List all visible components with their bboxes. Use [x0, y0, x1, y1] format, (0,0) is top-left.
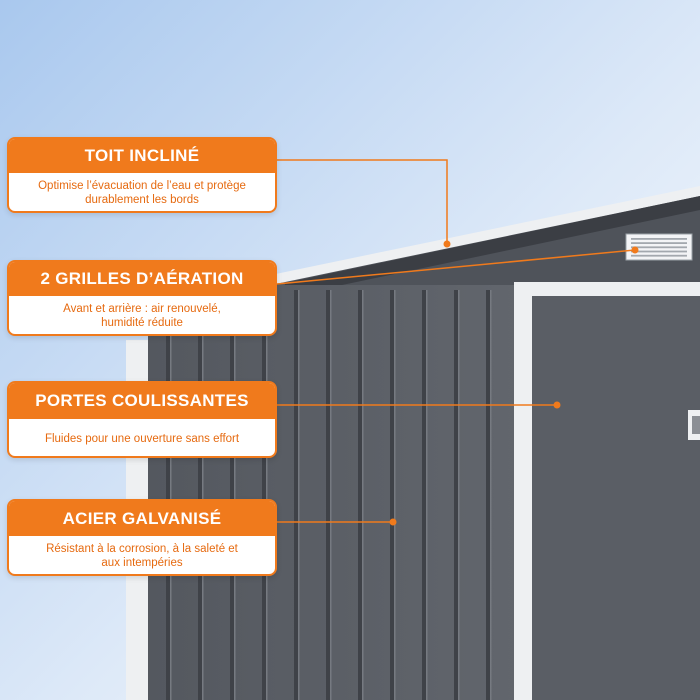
callout-description: Fluides pour une ouverture sans effort [44, 432, 240, 445]
wall-rib-highlight [362, 290, 364, 700]
wall-rib [230, 290, 234, 700]
vent-slats [631, 238, 687, 257]
wall-rib [422, 290, 426, 700]
vent-slat [631, 250, 687, 253]
vent-slat [631, 254, 687, 257]
leader-dot-roof [443, 240, 451, 248]
vent-slat [631, 242, 687, 244]
callout-title: PORTES COULISSANTES [9, 383, 275, 419]
callout-description: Optimise l’évacuation de l’eau et protèg… [38, 180, 246, 206]
wall-rib-highlight [202, 290, 204, 700]
vent-slat [631, 238, 687, 240]
wall-rib-highlight [170, 290, 172, 700]
wall-rib-highlight [490, 290, 492, 700]
callout-title: 2 GRILLES D’AÉRATION [9, 262, 275, 296]
wall-rib [358, 290, 362, 700]
wall-rib [454, 290, 458, 700]
wall-rib-highlight [266, 290, 268, 700]
wall-rib [486, 290, 490, 700]
roof-underside [285, 196, 700, 297]
wall-rib-highlight [298, 290, 300, 700]
callout-vents: 2 GRILLES D’AÉRATION Avant et arrière : … [7, 260, 277, 336]
vent-slat [631, 246, 687, 249]
wall-rib-highlight [234, 290, 236, 700]
leader-dot-doors [553, 401, 561, 409]
callout-roof: TOIT INCLINÉ Optimise l’évacuation de l’… [7, 137, 277, 213]
shed-wall [148, 285, 528, 700]
wall-corrugation [166, 290, 492, 700]
leader-line-roof [277, 159, 448, 244]
leader-line-vent [276, 249, 636, 285]
wall-rib-highlight [330, 290, 332, 700]
wall-rib [326, 290, 330, 700]
wall-rib [294, 290, 298, 700]
callout-description: Résistant à la corrosion, à la saleté et… [46, 543, 238, 569]
leader-dot-vent [631, 246, 639, 254]
callout-description: Avant et arrière : air renouvelé, humidi… [63, 303, 221, 329]
wall-rib-highlight [426, 290, 428, 700]
wall-rib-highlight [394, 290, 396, 700]
callout-doors: PORTES COULISSANTES Fluides pour une ouv… [7, 381, 277, 458]
wall-rib-highlight [458, 290, 460, 700]
callout-steel: ACIER GALVANISÉ Résistant à la corrosion… [7, 499, 277, 576]
leader-dot-steel [389, 518, 397, 526]
wall-rib [262, 290, 266, 700]
wall-rib [390, 290, 394, 700]
sliding-door [532, 296, 700, 700]
callout-title: ACIER GALVANISÉ [9, 501, 275, 536]
wall-rib [198, 290, 202, 700]
callout-title: TOIT INCLINÉ [9, 139, 275, 173]
leader-lines [276, 159, 636, 523]
roof-edge [150, 186, 700, 310]
wall-rib [166, 290, 170, 700]
leader-dots [389, 240, 639, 526]
door-handle-inner [692, 416, 700, 434]
